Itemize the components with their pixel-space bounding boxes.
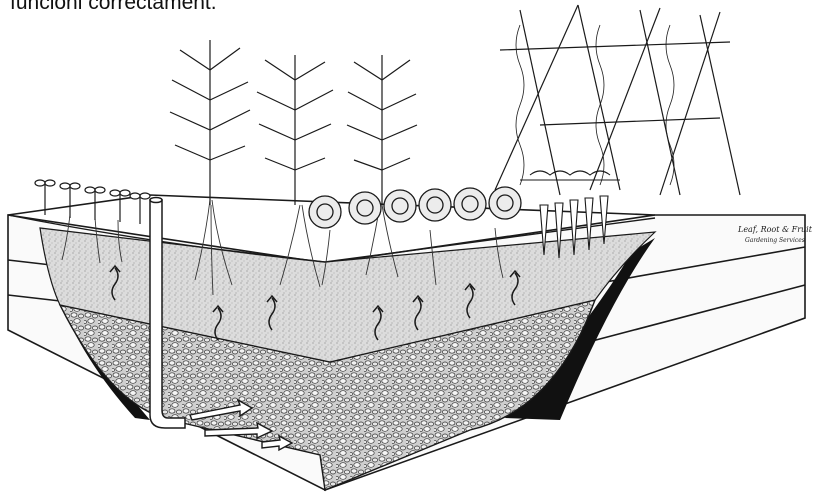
logo-line-2: Gardening Services <box>745 237 805 244</box>
seedlings <box>35 180 150 224</box>
logo-line-1: Leaf, Root & Fruit <box>737 225 813 234</box>
tall-plants <box>170 40 417 205</box>
trellis <box>495 5 740 195</box>
lettuce-row <box>309 187 521 228</box>
